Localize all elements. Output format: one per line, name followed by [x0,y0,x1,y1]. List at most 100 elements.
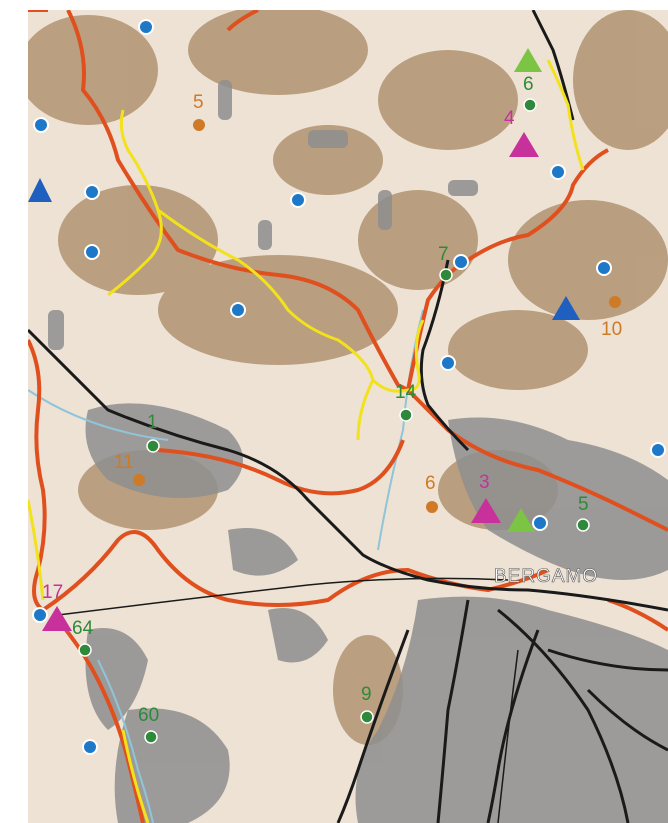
green-site-64[interactable]: 64 [72,618,94,657]
mountain-shade [188,10,368,95]
green-site-marker [523,98,537,112]
blue-marker[interactable] [84,184,100,200]
trail-line [157,208,425,393]
magenta-site-label: 17 [42,582,63,603]
boundary-line [226,10,259,32]
urban-patch [258,220,272,250]
orange-site-label: 6 [425,473,436,494]
magenta-site-4[interactable]: 4 [504,108,539,157]
green-site-9[interactable]: 9 [360,684,374,724]
river-line [97,659,154,823]
road-line [436,599,470,823]
orange-site-marker [133,474,145,486]
road-line [547,648,668,672]
magenta-triangle-marker [471,498,501,523]
green-triangle-marker[interactable] [514,48,542,72]
green-site-6[interactable]: 6 [523,74,537,112]
map-view[interactable]: 4 3 17 6 7 14 1 5 [28,10,668,823]
urban-patch [268,608,328,663]
road-line [531,10,575,121]
magenta-site-17[interactable]: 17 [42,582,72,631]
orange-site-6[interactable]: 6 [425,473,438,513]
rivers [28,309,424,823]
green-site-60[interactable]: 60 [138,705,159,744]
green-site-label: 7 [438,244,449,265]
blue-triangle-marker[interactable] [552,296,580,320]
boundary-line [66,10,409,392]
blue-marker[interactable] [596,260,612,276]
green-site-marker [360,710,374,724]
green-site-14[interactable]: 14 [395,382,417,422]
blue-marker[interactable] [650,442,666,458]
green-site-1[interactable]: 1 [146,412,160,453]
green-site-label: 64 [72,618,94,639]
orange-site-10[interactable]: 10 [601,296,622,340]
boundary-line [406,388,668,532]
trail-line [356,379,375,441]
green-sites: 6 7 14 1 5 64 60 9 [72,74,590,744]
green-site-marker [439,268,453,282]
blue-marker[interactable] [82,739,98,755]
trail-line [107,109,163,297]
magenta-site-3[interactable]: 3 [471,472,501,523]
green-site-marker [78,643,92,657]
mountain-shade [58,185,218,295]
trail-line [121,729,150,823]
urban-patch [228,528,298,576]
urban-patch [308,130,348,148]
orange-site-marker [426,501,438,513]
green-site-5[interactable]: 5 [576,494,590,532]
road-line [28,328,668,612]
blue-triangle-marker[interactable] [28,178,52,202]
magenta-site-label: 4 [504,108,515,129]
trail-line [546,59,585,171]
green-site-label: 60 [138,705,159,726]
railways [57,577,519,823]
orange-site-5[interactable]: 5 [193,92,205,131]
blue-triangle-markers [28,178,580,320]
green-site-label: 1 [147,412,158,433]
blue-marker[interactable] [138,19,154,35]
green-triangle-marker[interactable] [507,508,535,532]
green-site-label: 6 [523,74,534,95]
green-site-marker [144,730,158,744]
magenta-triangle-marker [42,606,72,631]
mountain-shade [273,125,383,195]
green-site-marker [146,439,160,453]
roads [28,10,668,823]
urban-patch [114,708,230,823]
blue-marker[interactable] [550,164,566,180]
mountain-shade [508,200,668,320]
mountain-shade [358,190,478,290]
orange-site-label: 5 [193,92,204,113]
blue-marker[interactable] [440,355,456,371]
road-line [419,259,470,452]
green-site-label: 9 [361,684,372,705]
urban-patch [48,310,64,350]
blue-marker[interactable] [230,302,246,318]
green-site-marker [399,408,413,422]
urban-patch [218,80,232,120]
river-line [377,309,424,551]
orange-site-marker [193,119,205,131]
orange-site-11[interactable]: 11 [114,452,145,486]
green-site-7[interactable]: 7 [438,244,453,282]
magenta-site-label: 3 [479,472,490,493]
blue-marker[interactable] [532,515,548,531]
green-site-label: 14 [395,382,417,403]
green-triangle-markers [507,48,542,532]
blue-marker[interactable] [453,254,469,270]
map-canvas: 4 3 17 6 7 14 1 5 [28,10,668,823]
orange-sites: 5 10 11 6 [114,92,622,513]
blue-marker[interactable] [290,192,306,208]
mountain-shade [448,310,588,390]
road-line [486,629,540,823]
blue-marker[interactable] [84,244,100,260]
blue-markers [32,19,666,755]
mountain-shade [378,50,518,150]
green-site-marker [576,518,590,532]
blue-marker[interactable] [33,117,49,133]
mountain-shade [28,15,158,125]
blue-marker[interactable] [32,607,48,623]
urban-patch [85,628,148,730]
